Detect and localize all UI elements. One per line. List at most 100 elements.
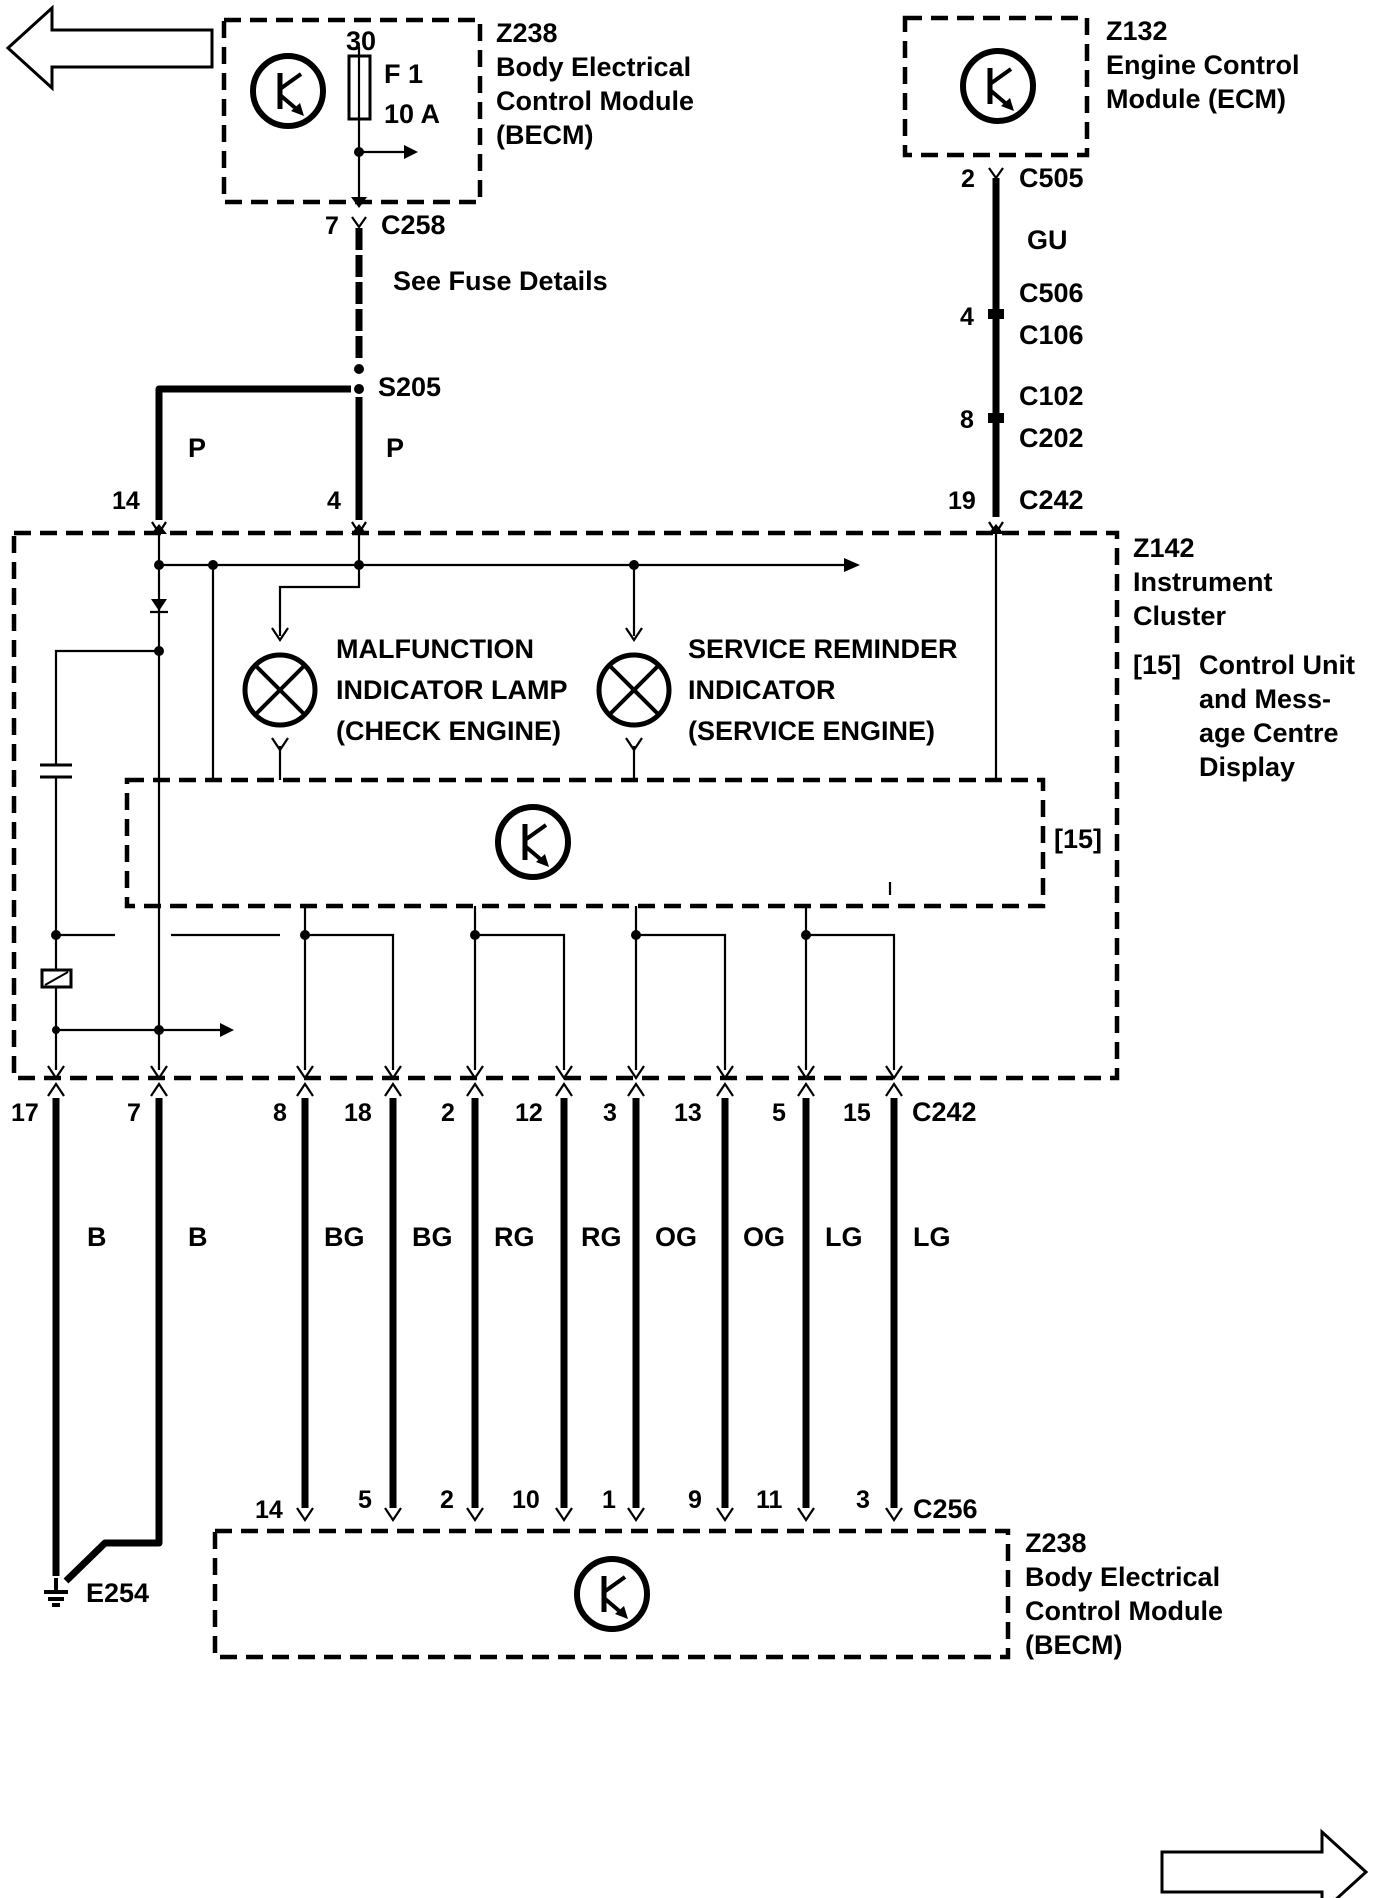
see-fuse-details-note[interactable]: See Fuse Details [393, 266, 608, 296]
diode-icon [151, 599, 167, 611]
becm-bottom-code: Z238 [1025, 1528, 1087, 1558]
wire-color-p-left: P [188, 433, 206, 463]
previous-page-arrow-icon[interactable] [5, 4, 214, 92]
becm-top-module-box [221, 17, 483, 205]
top-c242-label: C242 [1019, 485, 1084, 515]
ecm-name-1: Engine Control [1106, 50, 1299, 80]
ecm-module-box [902, 15, 1090, 158]
top-c242-pin-4: 4 [327, 487, 341, 515]
sri-label-2: INDICATOR [688, 675, 836, 705]
bottom-c242-label: C242 [912, 1097, 977, 1127]
cluster-sub-1: Control Unit [1199, 650, 1355, 680]
top-c242-pin-19: 19 [948, 487, 976, 515]
c505-pin: 2 [961, 165, 975, 193]
wire-color-5: LG [825, 1222, 863, 1252]
cluster-sub-2: and Mess- [1199, 684, 1331, 714]
c256-pin-11: 11 [756, 1486, 783, 1514]
c505-label: C505 [1019, 163, 1084, 193]
c258-label: C258 [381, 210, 446, 240]
bottom-c242-pin-12: 12 [515, 1099, 543, 1127]
cluster-sub-4: Display [1199, 752, 1295, 782]
c256-pin-10: 10 [512, 1486, 540, 1514]
c256-arrows [296, 1507, 903, 1522]
becm-top-code: Z238 [496, 18, 558, 48]
becm-top-transistor-icon [250, 53, 326, 129]
service-reminder-indicator-icon [596, 652, 672, 728]
wire-color-8: BG [324, 1222, 365, 1252]
sri-label-3: (SERVICE ENGINE) [688, 716, 935, 746]
cluster-code: Z142 [1133, 533, 1195, 563]
fuse-number: 30 [346, 26, 376, 56]
mil-label-3: (CHECK ENGINE) [336, 716, 561, 746]
becm-bottom-name-3: (BECM) [1025, 1630, 1122, 1660]
bottom-c242-pin-17: 17 [11, 1099, 39, 1127]
bottom-c242-pin-8: 8 [273, 1099, 287, 1127]
control-unit-box [124, 777, 1046, 909]
wire-color-15: LG [913, 1222, 951, 1252]
becm-bottom-transistor-icon [574, 1556, 650, 1632]
bottom-c242-pin-18: 18 [344, 1099, 372, 1127]
fuse-f1-icon [347, 47, 372, 128]
wire-color-12: RG [581, 1222, 622, 1252]
c102-label: C102 [1019, 381, 1084, 411]
c106-label: C106 [1019, 320, 1084, 350]
wire-color-17: B [87, 1222, 107, 1252]
c258-pin: 7 [325, 212, 339, 240]
bottom-c242-pin-7: 7 [127, 1099, 141, 1127]
capacitor-icon [40, 763, 72, 779]
cluster-sub-ref: [15] [1133, 650, 1181, 680]
c506-pin: 4 [960, 303, 974, 331]
c202-label: C202 [1019, 423, 1084, 453]
wire-color-18: BG [412, 1222, 453, 1252]
control-unit-transistor-icon [495, 804, 571, 880]
wire-color-7: B [188, 1222, 208, 1252]
bottom-c242-pin-13: 13 [674, 1099, 702, 1127]
top-c242-pin-14: 14 [112, 487, 140, 515]
sri-label-1: SERVICE REMINDER [688, 634, 958, 664]
wire-color-p-right: P [386, 433, 404, 463]
c256-pin-2: 2 [440, 1486, 454, 1514]
wire-color-2: RG [494, 1222, 535, 1252]
malfunction-indicator-lamp-icon [242, 652, 318, 728]
wire-color-13: OG [743, 1222, 785, 1252]
cluster-sub-3: age Centre [1199, 718, 1339, 748]
ecm-code: Z132 [1106, 16, 1168, 46]
c256-pin-3: 3 [856, 1486, 870, 1514]
ecm-transistor-icon [960, 48, 1036, 124]
c256-pin-14: 14 [255, 1496, 283, 1524]
c256-pin-1: 1 [602, 1486, 616, 1514]
c256-label: C256 [913, 1494, 978, 1524]
c256-pin-5: 5 [358, 1486, 372, 1514]
becm-bottom-module-box [212, 1528, 1011, 1660]
e254-label: E254 [86, 1578, 149, 1608]
fuse-name: F 1 [384, 59, 423, 89]
wire-color-3: OG [655, 1222, 697, 1252]
bottom-c242-arrows [47, 1065, 903, 1097]
becm-top-name-3: (BECM) [496, 120, 593, 150]
bottom-c242-pin-2: 2 [441, 1099, 455, 1127]
c506-label: C506 [1019, 278, 1084, 308]
cluster-name-1: Instrument [1133, 567, 1273, 597]
ecm-name-2: Module (ECM) [1106, 84, 1286, 114]
becm-top-name-2: Control Module [496, 86, 694, 116]
ground-e254-icon [44, 1578, 68, 1607]
becm-bottom-name-1: Body Electrical [1025, 1562, 1220, 1592]
c102-pin: 8 [960, 406, 974, 434]
relay-coil-icon [40, 968, 73, 989]
c256-pin-9: 9 [688, 1486, 702, 1514]
bottom-c242-pin-15: 15 [843, 1099, 871, 1127]
next-page-arrow-icon[interactable] [1160, 1828, 1369, 1898]
s205-label: S205 [378, 372, 441, 402]
bottom-c242-pin-5: 5 [772, 1099, 786, 1127]
control-unit-ref: [15] [1054, 824, 1102, 854]
bottom-c242-pin-3: 3 [603, 1099, 617, 1127]
mil-label-1: MALFUNCTION [336, 634, 534, 664]
fuse-rating: 10 A [384, 99, 440, 129]
instrument-cluster-box [11, 530, 1120, 1081]
becm-bottom-name-2: Control Module [1025, 1596, 1223, 1626]
cluster-name-2: Cluster [1133, 601, 1227, 631]
becm-top-name-1: Body Electrical [496, 52, 691, 82]
mil-label-2: INDICATOR LAMP [336, 675, 568, 705]
wire-color-gu: GU [1027, 225, 1068, 255]
